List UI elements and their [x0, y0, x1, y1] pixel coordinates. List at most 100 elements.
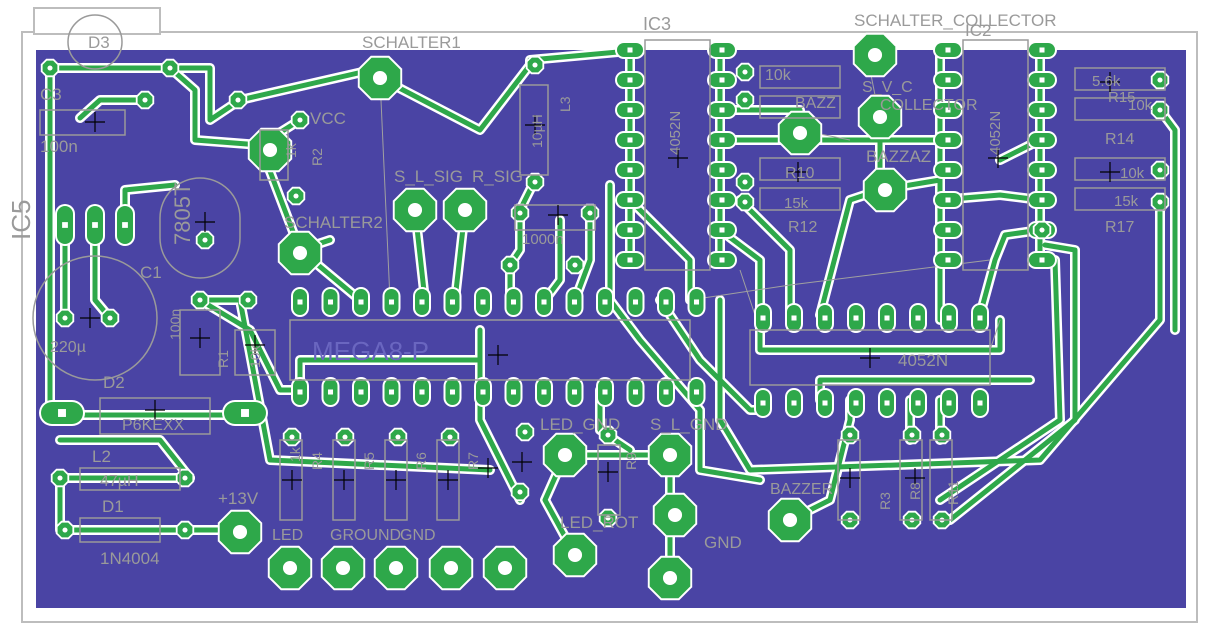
ic3-pad-right-5-hole — [719, 197, 725, 203]
mega-pad-bottom-13-hole — [693, 389, 700, 395]
label-r12: R12 — [788, 219, 817, 236]
via-pad-16-hole — [572, 262, 578, 268]
via-pad-7-hole — [297, 117, 303, 123]
ic3-pad-right-0-hole — [719, 47, 725, 53]
label-r6: R6 — [413, 452, 429, 470]
via-pad-19-hole — [742, 179, 748, 185]
mega-pad-top-6-hole — [480, 299, 486, 305]
connector-pad-8-hole — [877, 182, 893, 198]
connector-pad-13-hole — [667, 507, 683, 523]
connector-pad-11-hole — [567, 547, 583, 563]
connector-pad-14-hole — [662, 570, 678, 586]
label-plus13v: +13V — [218, 489, 259, 508]
label-gnd-big: GND — [704, 533, 742, 552]
ic4-pad-bottom-6-hole — [946, 400, 952, 406]
label-r11: R11 — [945, 480, 961, 505]
label-r12-value: 15k — [784, 195, 809, 212]
via-pad-25-hole — [57, 475, 63, 481]
label-bazzer: BAZZER — [770, 481, 833, 498]
label-ic4-part: 4052N — [898, 351, 948, 370]
mega-pad-top-12-hole — [663, 299, 669, 305]
ic4-pad-bottom-4-hole — [884, 400, 890, 406]
label-l3: L3 — [557, 96, 573, 112]
ic4-pad-top-2-hole — [822, 315, 828, 321]
mega-pad-bottom-10-hole — [602, 389, 608, 395]
ic3-pad-right-2-hole — [719, 107, 725, 113]
d2-pad-a-hole — [58, 409, 66, 417]
label-schalter2: SCHALTER2 — [284, 213, 383, 232]
ic4-pad-bottom-7-hole — [977, 400, 983, 406]
connector-pad-9-hole — [232, 524, 248, 540]
via-pad-11-hole — [532, 62, 538, 68]
label-l2: L2 — [92, 447, 111, 466]
label-bazzaz: BAZZAZ — [866, 147, 931, 166]
ic4-pad-top-3-hole — [853, 315, 859, 321]
mega-pad-top-3-hole — [388, 299, 395, 305]
mega-pad-top-11-hole — [632, 299, 639, 305]
via-pad-32-hole — [447, 434, 453, 440]
ic2-pad-left-5-hole — [945, 197, 951, 203]
ic4-pad-top-7-hole — [977, 315, 983, 321]
label-l3-value: 10µH — [529, 114, 545, 148]
via-pad-12-hole — [532, 179, 538, 185]
via-pad-39-hole — [909, 432, 915, 438]
label-collector: COLLECTOR — [880, 97, 978, 114]
via-pad-34-hole — [517, 489, 523, 495]
mega-pad-bottom-7-hole — [510, 389, 517, 395]
via-pad-3-hole — [235, 97, 241, 103]
ic3-pad-left-5-hole — [627, 197, 633, 203]
label-r14: R14 — [1105, 131, 1134, 148]
mega-pad-top-9-hole — [571, 299, 578, 305]
via-pad-23-hole — [1157, 167, 1163, 173]
label-r1-value: 10k — [247, 344, 263, 368]
label-vcc: VCC — [310, 109, 346, 128]
label-schalter1: SCHALTER1 — [362, 33, 461, 52]
label-r1: R1 — [215, 350, 231, 368]
label-r9: R9 — [623, 452, 639, 470]
silkscreen-outlines — [32, 14, 1166, 543]
ic4-pad-top-0-hole — [760, 315, 766, 321]
ic3-pad-right-3-hole — [719, 137, 725, 143]
label-r4: R4 — [309, 452, 325, 470]
ic3-pad-left-4-hole — [627, 167, 633, 173]
ic4-pad-top-4-hole — [884, 315, 890, 321]
connector-pad-18-hole — [388, 560, 404, 576]
board-notch — [33, 7, 161, 35]
mega-pad-bottom-6-hole — [480, 389, 486, 395]
mega-pad-bottom-12-hole — [663, 389, 669, 395]
label-s-l-sig: S_L_SIG — [394, 167, 463, 186]
via-pad-26-hole — [182, 475, 188, 481]
mega-pad-top-1-hole — [327, 299, 334, 305]
connector-pad-20-hole — [497, 560, 513, 576]
label-r17-value: 15k — [1114, 193, 1139, 210]
mega-pad-bottom-9-hole — [571, 389, 578, 395]
label-r7: R7 — [465, 452, 481, 470]
board-outline — [21, 31, 1198, 623]
ic2-pad-left-1-hole — [945, 77, 951, 83]
mega-pad-top-0-hole — [297, 299, 303, 305]
via-pad-1-hole — [167, 65, 173, 71]
via-pad-27-hole — [62, 527, 68, 533]
label-schalter-collector: SCHALTER_COLLECTOR — [854, 11, 1056, 30]
label-c1: C1 — [140, 263, 162, 282]
ic2-pad-left-4-hole — [945, 167, 951, 173]
silkscreen-labels: SCHALTER1 IC3 SCHALTER_COLLECTOR IC2 IC5… — [6, 11, 1153, 568]
label-d2: D2 — [103, 373, 125, 392]
ic4-pad-top-1-hole — [791, 315, 797, 321]
via-pad-30-hole — [342, 434, 348, 440]
via-pad-18-hole — [742, 97, 748, 103]
label-c3: C3 — [40, 85, 62, 104]
ic3-pad-left-0-hole — [627, 47, 633, 53]
label-r15: R15 — [1108, 89, 1136, 106]
d2-pad-b-hole — [241, 409, 249, 417]
ic2-pad-left-3-hole — [945, 137, 951, 143]
ic3-pad-right-1-hole — [719, 77, 725, 83]
via-pad-17-hole — [742, 69, 748, 75]
via-pad-6-hole — [202, 237, 208, 243]
label-bazz: BAZZ — [795, 95, 836, 112]
via-pad-28-hole — [182, 527, 188, 533]
label-r16-value: 10k — [1128, 97, 1153, 114]
connector-pad-2-hole — [292, 245, 308, 261]
label-c1-value: 220µ — [50, 339, 86, 356]
label-gnd-2: GND — [400, 527, 436, 544]
